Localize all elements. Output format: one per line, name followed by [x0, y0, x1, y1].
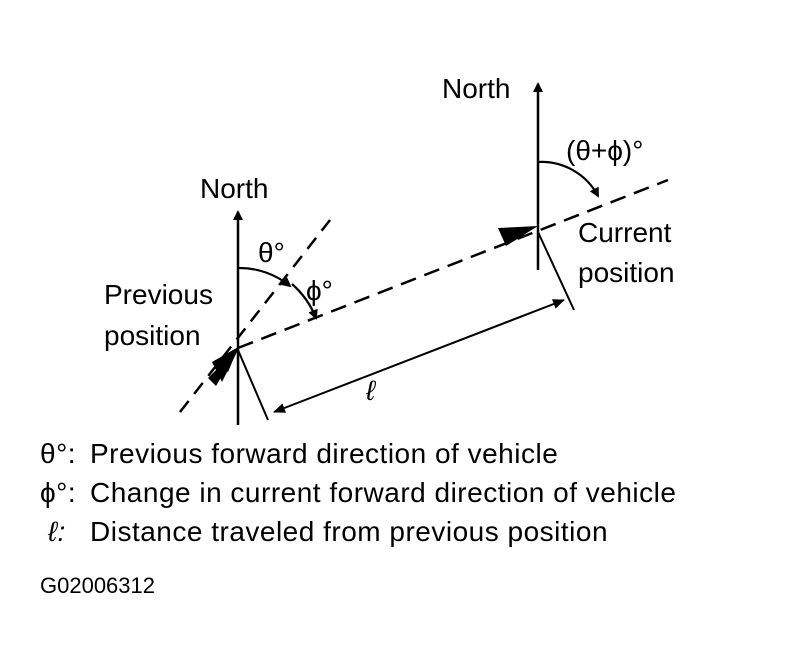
dimension-extension-current [537, 231, 575, 311]
current-position-label-line2: position [578, 257, 675, 288]
previous-position-label-line2: position [104, 320, 201, 351]
previous-position-label-line1: Previous [104, 279, 213, 310]
phi-label: ϕ° [306, 275, 333, 306]
north-label-left: North [200, 173, 268, 204]
vehicle-arrow-previous-head [212, 346, 240, 382]
figure-code: G02006312 [40, 573, 155, 598]
dimension-extension-previous [237, 349, 269, 421]
legend-symbol-theta: θ°: [40, 438, 76, 469]
distance-dimension-line [273, 299, 565, 413]
vehicle-arrow-current [498, 226, 538, 246]
legend-symbol-phi: ϕ°: [40, 477, 76, 508]
legend-symbol-distance: ℓ: [47, 516, 66, 547]
legend-text-phi: Change in current forward direction of v… [90, 477, 676, 508]
theta-plus-phi-arc [537, 160, 599, 198]
legend-text-distance: Distance traveled from previous position [90, 516, 608, 547]
theta-arc [237, 266, 292, 288]
theta-label: θ° [258, 237, 285, 268]
current-position-label-line1: Current [578, 217, 672, 248]
north-label-right: North [442, 73, 510, 104]
legend-text-theta: Previous forward direction of vehicle [90, 438, 558, 469]
legend: θ°: Previous forward direction of vehicl… [40, 438, 676, 547]
distance-label: ℓ [365, 375, 377, 406]
theta-plus-phi-label: (θ+ϕ)° [566, 135, 643, 166]
previous-heading-line [179, 219, 331, 413]
